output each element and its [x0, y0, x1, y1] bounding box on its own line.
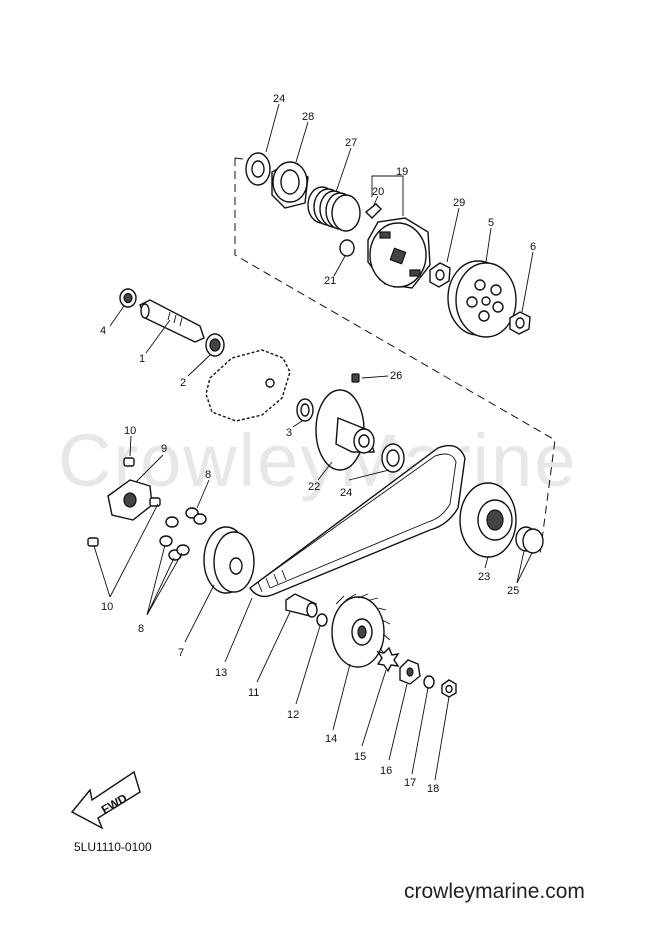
callout-13: 13 [215, 667, 227, 679]
callout-23: 23 [478, 571, 490, 583]
callout-1: 1 [139, 353, 145, 365]
part-12-washer[interactable] [316, 613, 328, 627]
callout-10-top: 10 [124, 425, 136, 437]
callout-25: 25 [507, 585, 519, 597]
part-23-fixed-sheave[interactable] [459, 482, 517, 558]
part-3-washer[interactable] [296, 398, 314, 422]
callout-19: 19 [396, 166, 408, 178]
callout-29: 29 [453, 197, 465, 209]
assembly-boundary [234, 158, 556, 556]
part-4-bearing[interactable] [119, 288, 137, 308]
part-8-roller-3[interactable] [165, 516, 179, 528]
part-26-nipple[interactable] [351, 373, 360, 383]
cover-fragment [205, 349, 291, 422]
part-10-slider-top[interactable] [123, 457, 135, 467]
part-11-collar[interactable] [285, 593, 318, 618]
part-2-bearing[interactable] [205, 333, 225, 357]
catalog-number: 5LU1110-0100 [74, 840, 152, 854]
callout-24-lower: 24 [340, 487, 352, 499]
callout-8-lower: 8 [138, 623, 144, 635]
callout-15: 15 [354, 751, 366, 763]
part-28-collar[interactable] [271, 161, 309, 209]
callout-20: 20 [372, 186, 384, 198]
callout-11: 11 [248, 687, 259, 699]
callout-7: 7 [178, 647, 184, 659]
part-15-star-washer[interactable] [376, 646, 400, 673]
part-27-spring[interactable] [307, 186, 361, 232]
callout-27: 27 [345, 137, 357, 149]
callout-9: 9 [161, 443, 167, 455]
part-24-seal-lower[interactable] [381, 443, 405, 473]
part-16-one-way[interactable] [399, 659, 421, 685]
part-10-slider-low[interactable] [87, 537, 99, 547]
callout-numbers: 24 28 27 19 20 29 5 6 21 4 1 2 26 10 9 3… [100, 93, 536, 795]
part-13-v-belt[interactable] [249, 444, 466, 598]
part-21-circlip[interactable] [339, 239, 355, 257]
callout-5: 5 [488, 217, 494, 229]
site-footer[interactable]: crowleymarine.com [404, 880, 585, 903]
callout-18: 18 [427, 783, 439, 795]
part-8-roller-2[interactable] [193, 513, 207, 525]
callout-14: 14 [325, 733, 337, 745]
part-24-washer-top[interactable] [245, 152, 271, 186]
part-17-washer[interactable] [423, 675, 435, 689]
callout-22: 22 [308, 481, 320, 493]
part-10-slider-mid[interactable] [149, 497, 161, 507]
part-8-roller-6[interactable] [176, 544, 190, 556]
callout-3: 3 [286, 427, 292, 439]
part-22-sliding-sheave[interactable] [315, 389, 375, 471]
part-18-nut[interactable] [441, 679, 457, 698]
part-19-clutch-carrier[interactable] [367, 217, 431, 289]
callout-24-top: 24 [273, 93, 285, 105]
part-7-primary-sheave[interactable] [203, 526, 255, 594]
callout-28: 28 [302, 111, 314, 123]
part-1-shaft[interactable] [139, 299, 205, 343]
callout-2: 2 [180, 377, 186, 389]
part-25-o-rings[interactable] [515, 526, 544, 554]
callout-16: 16 [380, 765, 392, 777]
part-9-cam[interactable] [107, 479, 153, 521]
callout-4: 4 [100, 325, 106, 337]
part-8-roller-4[interactable] [159, 535, 173, 547]
callout-17: 17 [404, 777, 416, 789]
part-5-clutch-housing[interactable] [447, 260, 517, 338]
callout-6: 6 [530, 241, 536, 253]
callout-8-top: 8 [205, 469, 211, 481]
callout-10-lower: 10 [101, 601, 113, 613]
leader-lines [93, 103, 534, 781]
part-6-nut[interactable] [509, 311, 531, 335]
fwd-arrow-icon: FWD [70, 770, 141, 830]
callout-12: 12 [287, 709, 299, 721]
part-14-fan[interactable] [331, 593, 391, 668]
part-29-nut[interactable] [429, 262, 451, 288]
callout-26: 26 [390, 370, 402, 382]
callout-21: 21 [324, 275, 336, 287]
